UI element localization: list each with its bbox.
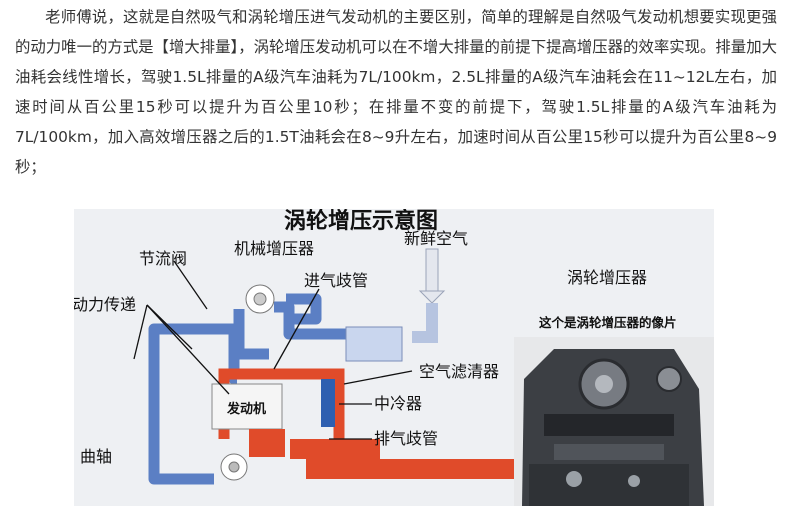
intake-pipe-to-filter xyxy=(283,309,346,340)
exhaust-manifold xyxy=(249,429,526,479)
diagram-title: 涡轮增压示意图 xyxy=(284,209,438,234)
article-paragraph-text: 老师傅说，这就是自然吸气和涡轮增压进气发动机的主要区别，简单的理解是自然吸气发动… xyxy=(15,8,777,176)
intercooler-box xyxy=(321,379,335,427)
label-intercooler: 中冷器 xyxy=(374,394,422,413)
fresh-air-arrow xyxy=(412,248,446,343)
turbo-photo xyxy=(514,337,714,506)
photo-caption: 这个是涡轮增压器的像片 xyxy=(539,315,677,330)
intake-pipe-supercharger xyxy=(274,293,322,325)
air-filter-box xyxy=(345,326,403,362)
leader-lines xyxy=(133,260,413,440)
turbo-wheel-icon xyxy=(220,453,248,481)
label-turbo: 涡轮增压器 xyxy=(567,268,647,287)
turbo-diagram-figure: 涡轮增压示意图 发动机 xyxy=(74,209,714,506)
label-crankshaft: 曲轴 xyxy=(80,447,112,466)
mechanical-supercharger-icon xyxy=(245,284,275,314)
intake-pipe-throttle xyxy=(233,309,269,360)
label-exhaust-manifold: 排气歧管 xyxy=(374,429,438,448)
label-mechanical-supercharger: 机械增压器 xyxy=(234,239,314,258)
label-throttle: 节流阀 xyxy=(139,249,187,268)
label-air-filter: 空气滤清器 xyxy=(419,362,499,381)
turbo-diagram-svg: 涡轮增压示意图 发动机 xyxy=(74,209,714,506)
label-fresh-air: 新鲜空气 xyxy=(404,229,468,248)
label-power-transfer: 动力传递 xyxy=(74,295,136,314)
article-paragraph: 老师傅说，这就是自然吸气和涡轮增压进气发动机的主要区别，简单的理解是自然吸气发动… xyxy=(15,2,777,182)
label-engine: 发动机 xyxy=(226,401,266,417)
label-intake-manifold: 进气歧管 xyxy=(304,271,368,290)
engine-block: 发动机 xyxy=(211,383,283,430)
intake-pipe-bypass xyxy=(148,323,239,485)
